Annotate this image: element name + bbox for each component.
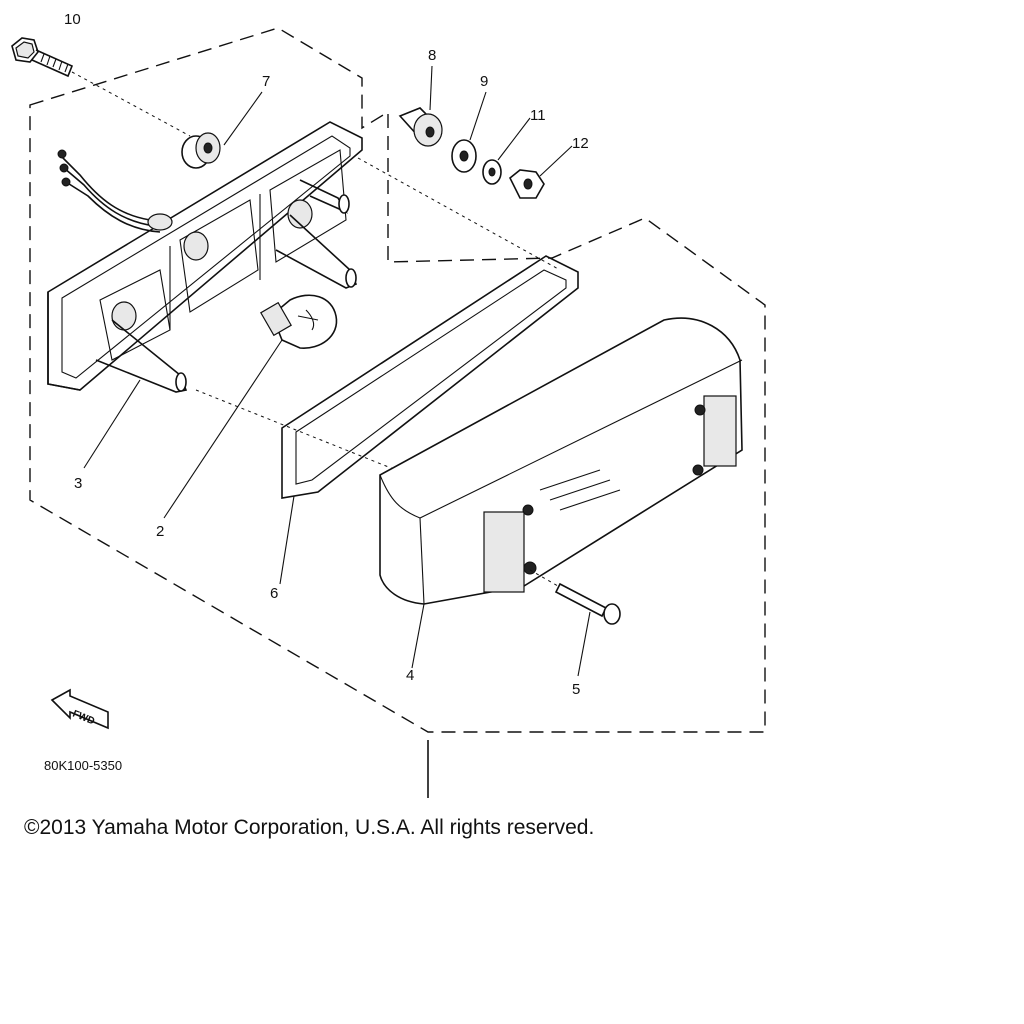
callout-12: 12 bbox=[572, 135, 589, 152]
part-gasket-6 bbox=[279, 255, 579, 585]
callout-6: 6 bbox=[270, 585, 278, 602]
callout-10: 10 bbox=[64, 11, 81, 28]
callout-4: 4 bbox=[406, 667, 414, 684]
forward-arrow-icon: FWD bbox=[50, 688, 109, 730]
callout-5: 5 bbox=[572, 681, 580, 698]
copyright-notice: ©2013 Yamaha Motor Corporation, U.S.A. A… bbox=[24, 816, 595, 839]
part-washer-9 bbox=[451, 91, 487, 173]
part-housing-3 bbox=[47, 121, 363, 469]
part-bulb-2 bbox=[163, 294, 338, 519]
part-nut-12 bbox=[508, 145, 573, 199]
part-bolt-10 bbox=[11, 37, 191, 137]
callout-9: 9 bbox=[480, 73, 488, 90]
callout-3: 3 bbox=[74, 475, 82, 492]
diagram-part-code: 80K100-5350 bbox=[44, 758, 122, 773]
assembly-boundary bbox=[29, 27, 766, 733]
part-lock-washer-11 bbox=[482, 117, 531, 185]
callout-8: 8 bbox=[428, 47, 436, 64]
part-spacer-8 bbox=[398, 65, 443, 147]
callout-2: 2 bbox=[156, 523, 164, 540]
part-grommet-7 bbox=[181, 91, 263, 169]
callout-7: 7 bbox=[262, 73, 270, 90]
part-screw-5 bbox=[529, 569, 621, 677]
part-lens-4 bbox=[379, 317, 743, 669]
callout-11: 11 bbox=[530, 107, 546, 124]
